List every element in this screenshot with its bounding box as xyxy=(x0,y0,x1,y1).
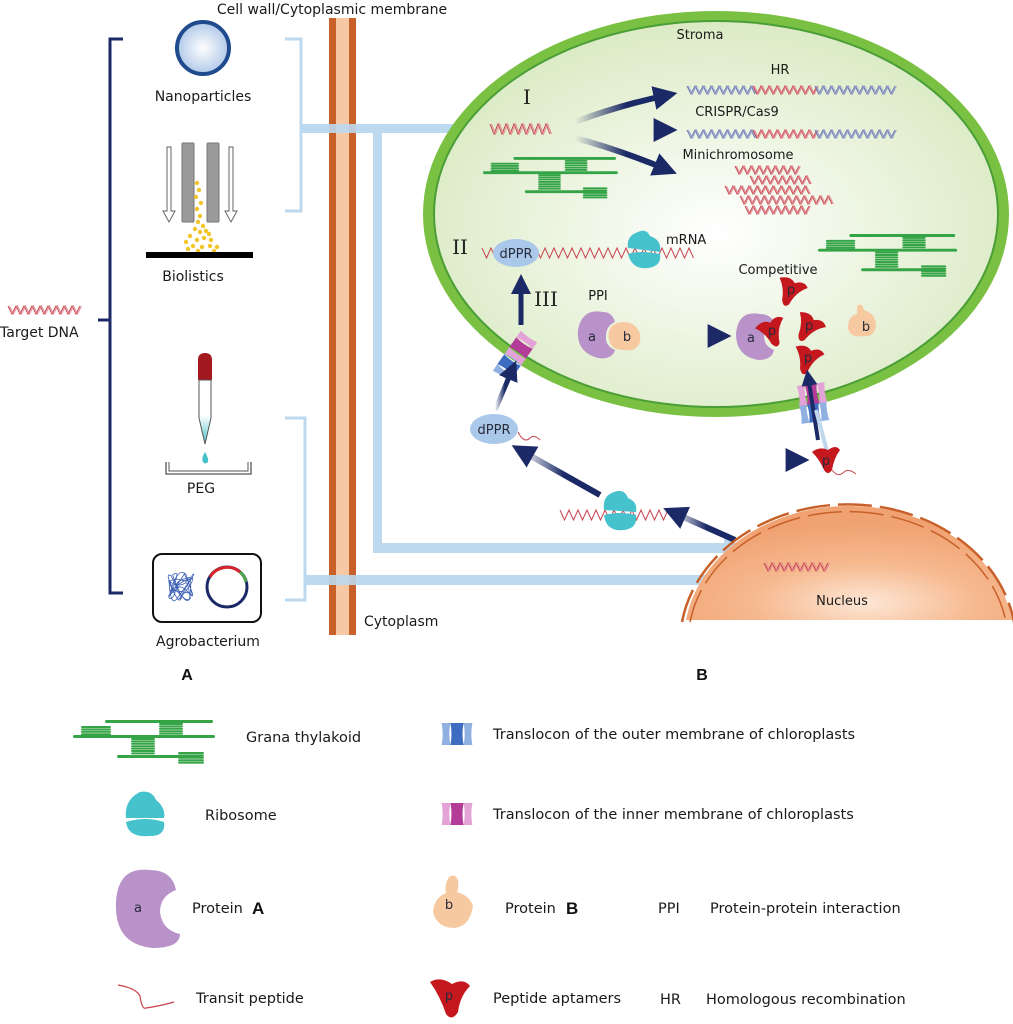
translocon-complex-right xyxy=(796,369,830,441)
dppr-import-arrow xyxy=(492,360,518,411)
peptide-aptamer-icon xyxy=(430,979,470,1018)
outcome-minichromosome-label: Minichromosome xyxy=(682,148,793,163)
legend-transit-peptide-label: Transit peptide xyxy=(195,991,304,1007)
peptide-aptamer-icon xyxy=(812,447,840,473)
outcome-crispr-label: CRISPR/Cas9 xyxy=(695,105,779,120)
competitive-label: Competitive xyxy=(738,263,817,278)
agrobacterium-label: Agrobacterium xyxy=(156,634,260,650)
protein-b-icon xyxy=(848,304,876,337)
peptide-aptamer-icon: p xyxy=(779,277,808,306)
nucleus-label: Nucleus xyxy=(816,594,868,609)
target-dna-label: Target DNA xyxy=(0,325,79,341)
legend-protein-a-glyph: a xyxy=(134,901,142,916)
stroma-label: Stroma xyxy=(677,28,724,43)
delivery-pathway-arrows xyxy=(285,37,307,602)
outcome-hr-label: HR xyxy=(771,63,790,78)
target-dna-icon xyxy=(7,304,82,316)
nanoparticle-icon xyxy=(175,20,231,76)
aptamer-glyph: p xyxy=(768,324,776,339)
peptide-aptamer-icon: p xyxy=(798,312,826,341)
legend-toc-label: Translocon of the outer membrane of chlo… xyxy=(492,727,855,743)
protein-b-icon xyxy=(608,322,641,351)
transcription-arrow xyxy=(663,506,737,543)
legend: Grana thylakoid Translocon of the outer … xyxy=(73,720,906,1018)
translocon-outer-icon xyxy=(441,723,473,745)
peptide-aptamer-icon: p xyxy=(755,316,784,347)
legend-hr-abbr: HR xyxy=(660,992,681,1008)
transit-peptide-icon xyxy=(831,469,857,476)
hr-dna-icon xyxy=(686,84,897,96)
ribosome-icon xyxy=(627,230,661,269)
ppi-label: PPI xyxy=(588,289,608,304)
grana-thylakoid-icon xyxy=(818,234,958,277)
dppr-cyto-label: dPPR xyxy=(478,423,511,438)
legend-grana-label: Grana thylakoid xyxy=(246,730,361,746)
protein-a-icon xyxy=(577,311,615,359)
minichromosome-icon xyxy=(724,164,834,216)
peg-label: PEG xyxy=(187,481,215,497)
protein-b-icon xyxy=(433,875,473,928)
aptamer-glyph: p xyxy=(805,319,813,334)
legend-ppi-meaning: Protein-protein interaction xyxy=(710,901,901,917)
protein-a-icon xyxy=(115,869,180,948)
light-blue-arrow-to-nucleus-2 xyxy=(305,569,744,591)
aptamer-glyph: p xyxy=(804,351,812,366)
legend-protein-b-label: Protein xyxy=(505,901,556,917)
peptide-aptamer-icon: p xyxy=(795,345,825,375)
legend-hr-meaning: Homologous recombination xyxy=(706,992,906,1008)
legend-protein-a-bold: A xyxy=(252,899,264,918)
legend-protein-b-glyph: b xyxy=(445,898,453,913)
mrna-label: mRNA xyxy=(666,233,706,248)
incoming-dna xyxy=(489,122,552,136)
grana-thylakoid-icon xyxy=(73,720,215,764)
nuclear-dna-icon xyxy=(763,561,830,573)
delivery-methods-bracket xyxy=(98,37,123,595)
biolistics-icon xyxy=(146,142,253,258)
aptamer-glyph: p xyxy=(822,454,830,469)
biolistics-label: Biolistics xyxy=(162,269,224,285)
translocon-inner-icon xyxy=(441,803,473,825)
protein-a-glyph: a xyxy=(588,330,596,345)
cell-wall-membrane xyxy=(329,18,356,635)
transit-peptide-icon xyxy=(117,984,175,1009)
route-i-arrows xyxy=(573,86,678,176)
legend-protein-b-bold: B xyxy=(566,899,578,918)
route-iii-label: III xyxy=(534,287,558,311)
aptamer-glyph: p xyxy=(787,283,795,298)
aptamer-import-arrow xyxy=(801,369,820,441)
legend-ppi-abbr: PPI xyxy=(658,901,680,917)
transit-peptide-icon xyxy=(517,431,541,441)
nanoparticles-label: Nanoparticles xyxy=(155,89,252,105)
protein-b-glyph: b xyxy=(623,330,631,345)
translation-arrow xyxy=(511,445,602,498)
crispr-dna-icon xyxy=(686,128,897,140)
ribosome-icon xyxy=(125,791,165,837)
dppr-protein-icon xyxy=(493,239,539,267)
legend-aptamer-label: Peptide aptamers xyxy=(493,991,621,1007)
dppr-label: dPPR xyxy=(500,247,533,262)
ribosome-icon xyxy=(603,490,637,531)
legend-protein-a-label: Protein xyxy=(192,901,243,917)
dppr-protein-icon xyxy=(470,414,518,444)
panel-b-label: B xyxy=(696,667,708,684)
grana-thylakoid-icon xyxy=(483,157,618,199)
cytoplasm-label: Cytoplasm xyxy=(364,614,438,630)
nucleus xyxy=(680,503,1013,623)
peg-pipette-icon xyxy=(165,353,252,475)
panel-a-label: A xyxy=(181,667,193,684)
legend-tic-label: Translocon of the inner membrane of chlo… xyxy=(492,807,854,823)
legend-ribosome-label: Ribosome xyxy=(205,808,277,824)
cell-wall-label: Cell wall/Cytoplasmic membrane xyxy=(217,2,447,18)
route-i-label: I xyxy=(523,85,531,109)
legend-aptamer-glyph: p xyxy=(445,989,453,1004)
agrobacterium-icon xyxy=(152,553,262,623)
protein-a-glyph: a xyxy=(747,331,755,346)
route-ii-label: II xyxy=(452,235,468,259)
protein-b-glyph: b xyxy=(862,320,870,335)
